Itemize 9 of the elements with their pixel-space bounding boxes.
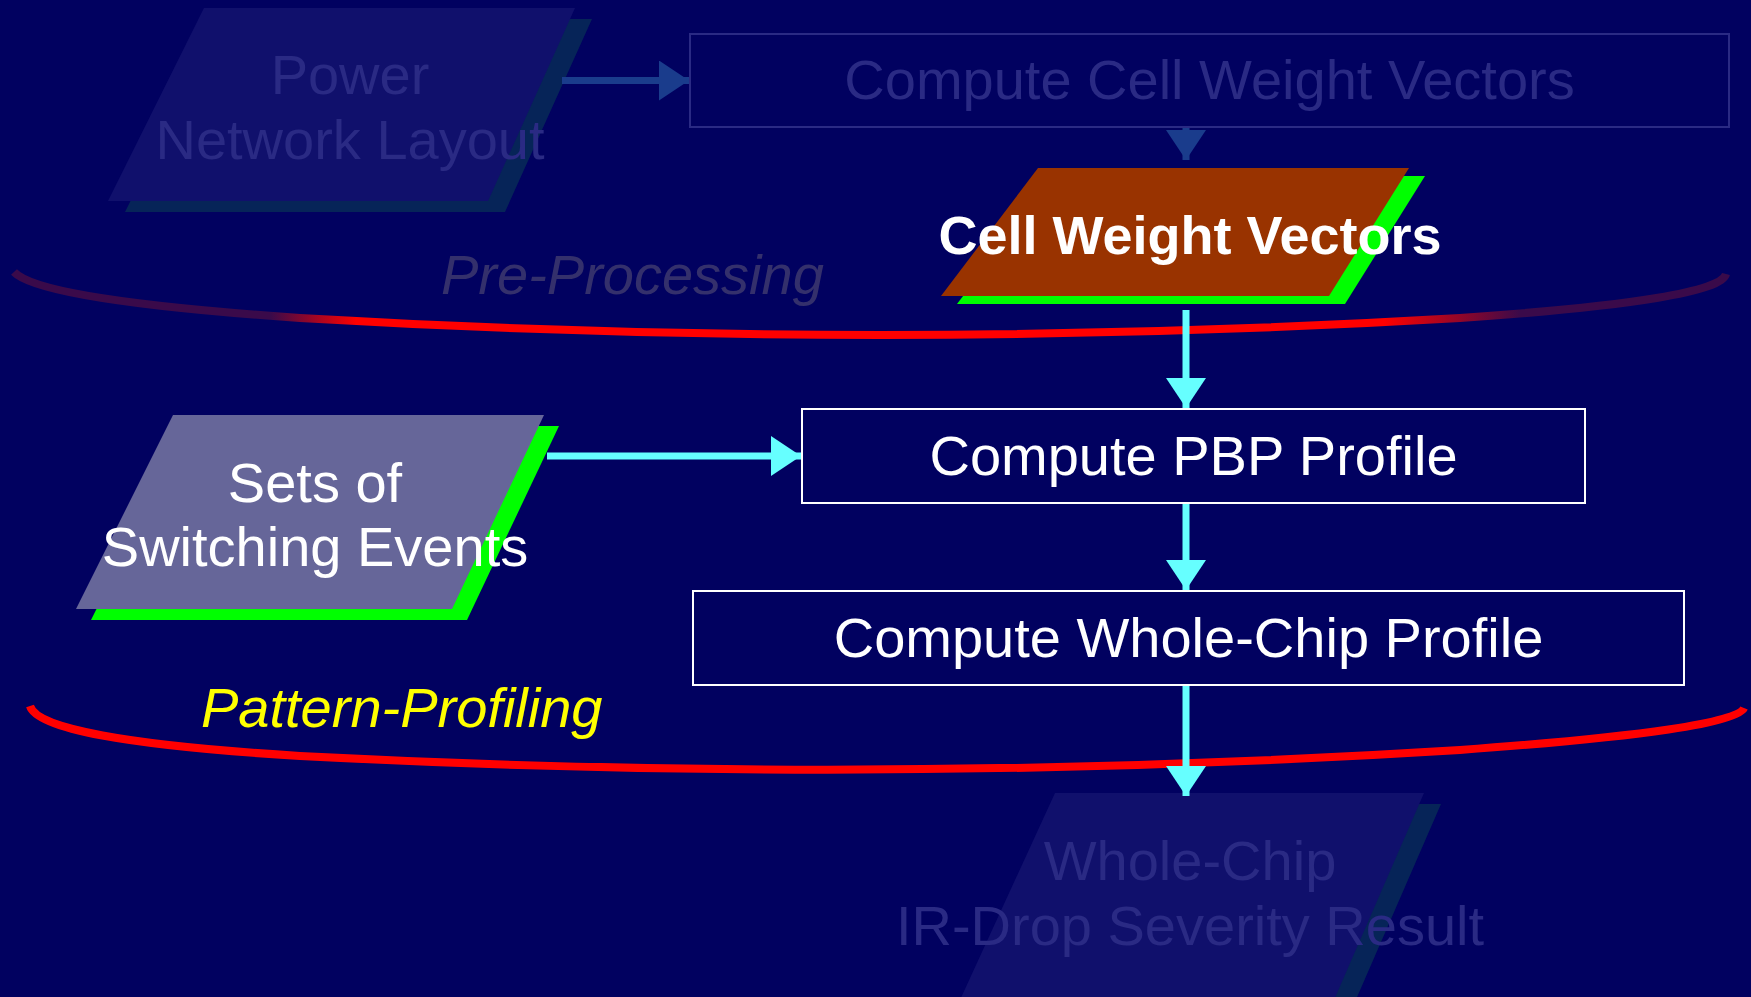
arrow xyxy=(1166,128,1206,160)
process-box xyxy=(689,33,1730,128)
section-label: Pattern-Profiling xyxy=(201,676,603,741)
node-text: Compute Whole-Chip Profile xyxy=(833,605,1544,671)
arrow xyxy=(562,60,689,101)
process-box xyxy=(692,590,1685,686)
process-box xyxy=(801,408,1586,504)
node-text: Sets of xyxy=(227,450,403,515)
node-text: Compute PBP Profile xyxy=(929,423,1458,489)
